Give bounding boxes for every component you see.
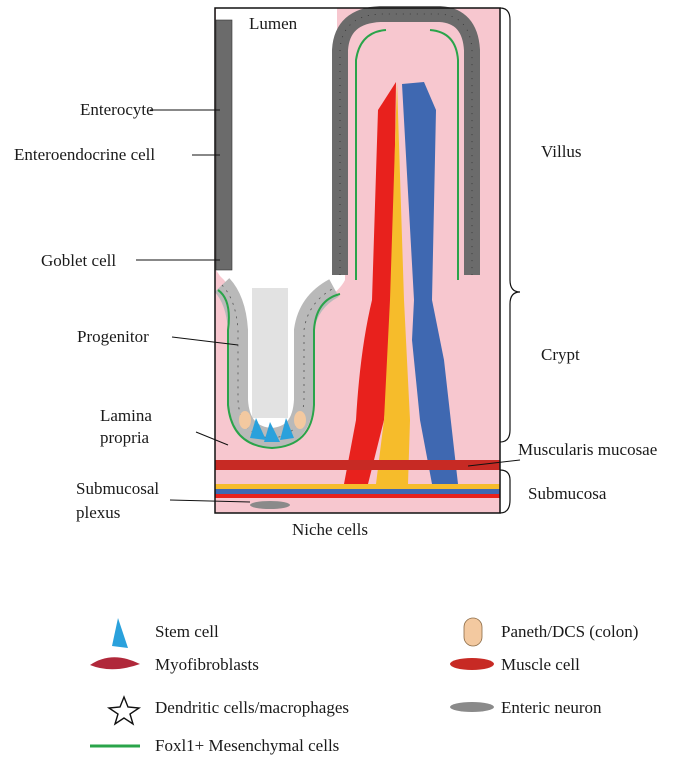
submucosal-neuron — [250, 501, 290, 509]
myofibroblast-icon — [90, 657, 140, 669]
label-muscularis: Muscularis mucosae — [518, 440, 657, 460]
label-lamina-2: propria — [100, 428, 149, 448]
label-submucosa: Submucosa — [528, 484, 606, 504]
legend-dendritic: Dendritic cells/macrophages — [155, 698, 349, 718]
crypt-lumen-content — [252, 288, 288, 418]
submucosa-yellow — [215, 484, 500, 489]
neuron-icon — [450, 702, 494, 712]
label-goblet: Goblet cell — [41, 251, 116, 271]
submucosa-brace — [500, 470, 510, 513]
label-enteroendocrine: Enteroendocrine cell — [14, 145, 155, 165]
label-submucosal-1: Submucosal — [76, 479, 159, 499]
submucosa-blue — [215, 489, 500, 494]
label-lumen: Lumen — [249, 14, 297, 34]
left-epithelium — [216, 20, 232, 270]
label-progenitor: Progenitor — [77, 327, 149, 347]
label-niche: Niche cells — [292, 520, 368, 540]
legend-paneth: Paneth/DCS (colon) — [501, 622, 638, 642]
submucosa-red — [215, 494, 500, 498]
legend-neuron: Enteric neuron — [501, 698, 602, 718]
legend-stem: Stem cell — [155, 622, 219, 642]
label-lamina-1: Lamina — [100, 406, 152, 426]
legend-myofibroblasts: Myofibroblasts — [155, 655, 259, 675]
legend-muscle: Muscle cell — [501, 655, 580, 675]
muscle-cell-icon — [450, 658, 494, 670]
muscularis-layer — [215, 460, 500, 470]
label-enterocyte: Enterocyte — [80, 100, 154, 120]
villus-crypt-brace — [500, 8, 520, 442]
label-villus: Villus — [541, 142, 582, 162]
stem-cell-icon — [112, 618, 128, 648]
dendritic-cell-icon — [109, 697, 139, 724]
label-submucosal-2: plexus — [76, 503, 120, 523]
legend-foxl1: Foxl1+ Mesenchymal cells — [155, 736, 339, 756]
paneth-icon — [464, 618, 482, 646]
label-crypt: Crypt — [541, 345, 580, 365]
